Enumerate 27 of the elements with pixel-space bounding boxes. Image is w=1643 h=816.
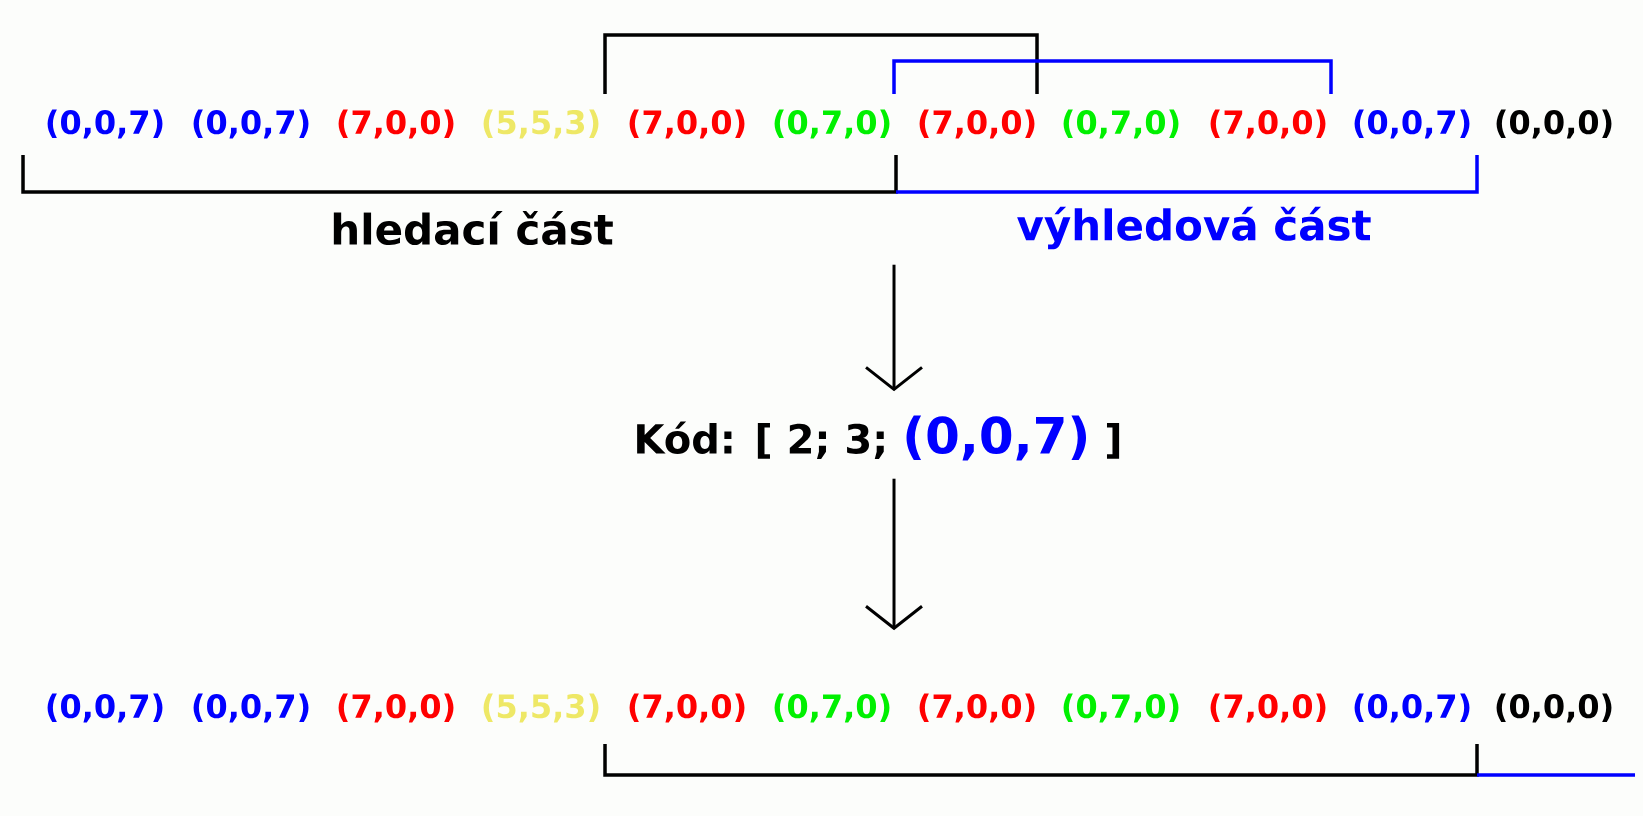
- tuple-text: (7,0,0): [338, 693, 454, 723]
- tuple-text: (0,0,7): [1354, 109, 1470, 139]
- section-label: výhledová část: [1017, 206, 1371, 250]
- tuple-text: (0,7,0): [1063, 109, 1179, 139]
- tuple-text: (7,0,0): [1210, 693, 1326, 723]
- code-text: Kód: [ 2; 3; (0,0,7) ]: [637, 415, 1120, 461]
- tuple-text: (5,5,3): [483, 693, 599, 723]
- tuple-text: (7,0,0): [919, 693, 1035, 723]
- tuple-text: (0,0,7): [47, 109, 163, 139]
- tuple-text: (7,0,0): [1210, 109, 1326, 139]
- tuple-text: (0,7,0): [1063, 693, 1179, 723]
- tuple-text: (5,5,3): [483, 109, 599, 139]
- tuple-text: (0,0,7): [1354, 693, 1470, 723]
- tuple-text: (7,0,0): [919, 109, 1035, 139]
- tuple-text: (0,0,7): [47, 693, 163, 723]
- tuple-text: (7,0,0): [629, 109, 745, 139]
- tuple-text: (7,0,0): [338, 109, 454, 139]
- tuple-text: (0,7,0): [774, 109, 890, 139]
- section-label: hledací část: [333, 210, 613, 246]
- arrow: [865, 478, 923, 631]
- tuple-text: (7,0,0): [629, 693, 745, 723]
- tuple-text: (0,0,0): [1496, 109, 1612, 139]
- tuple-text: (0,0,7): [193, 693, 309, 723]
- tuple-text: (0,7,0): [774, 693, 890, 723]
- tuple-text: (0,0,7): [193, 109, 309, 139]
- arrow: [865, 264, 923, 392]
- tuple-text: (0,0,0): [1496, 693, 1612, 723]
